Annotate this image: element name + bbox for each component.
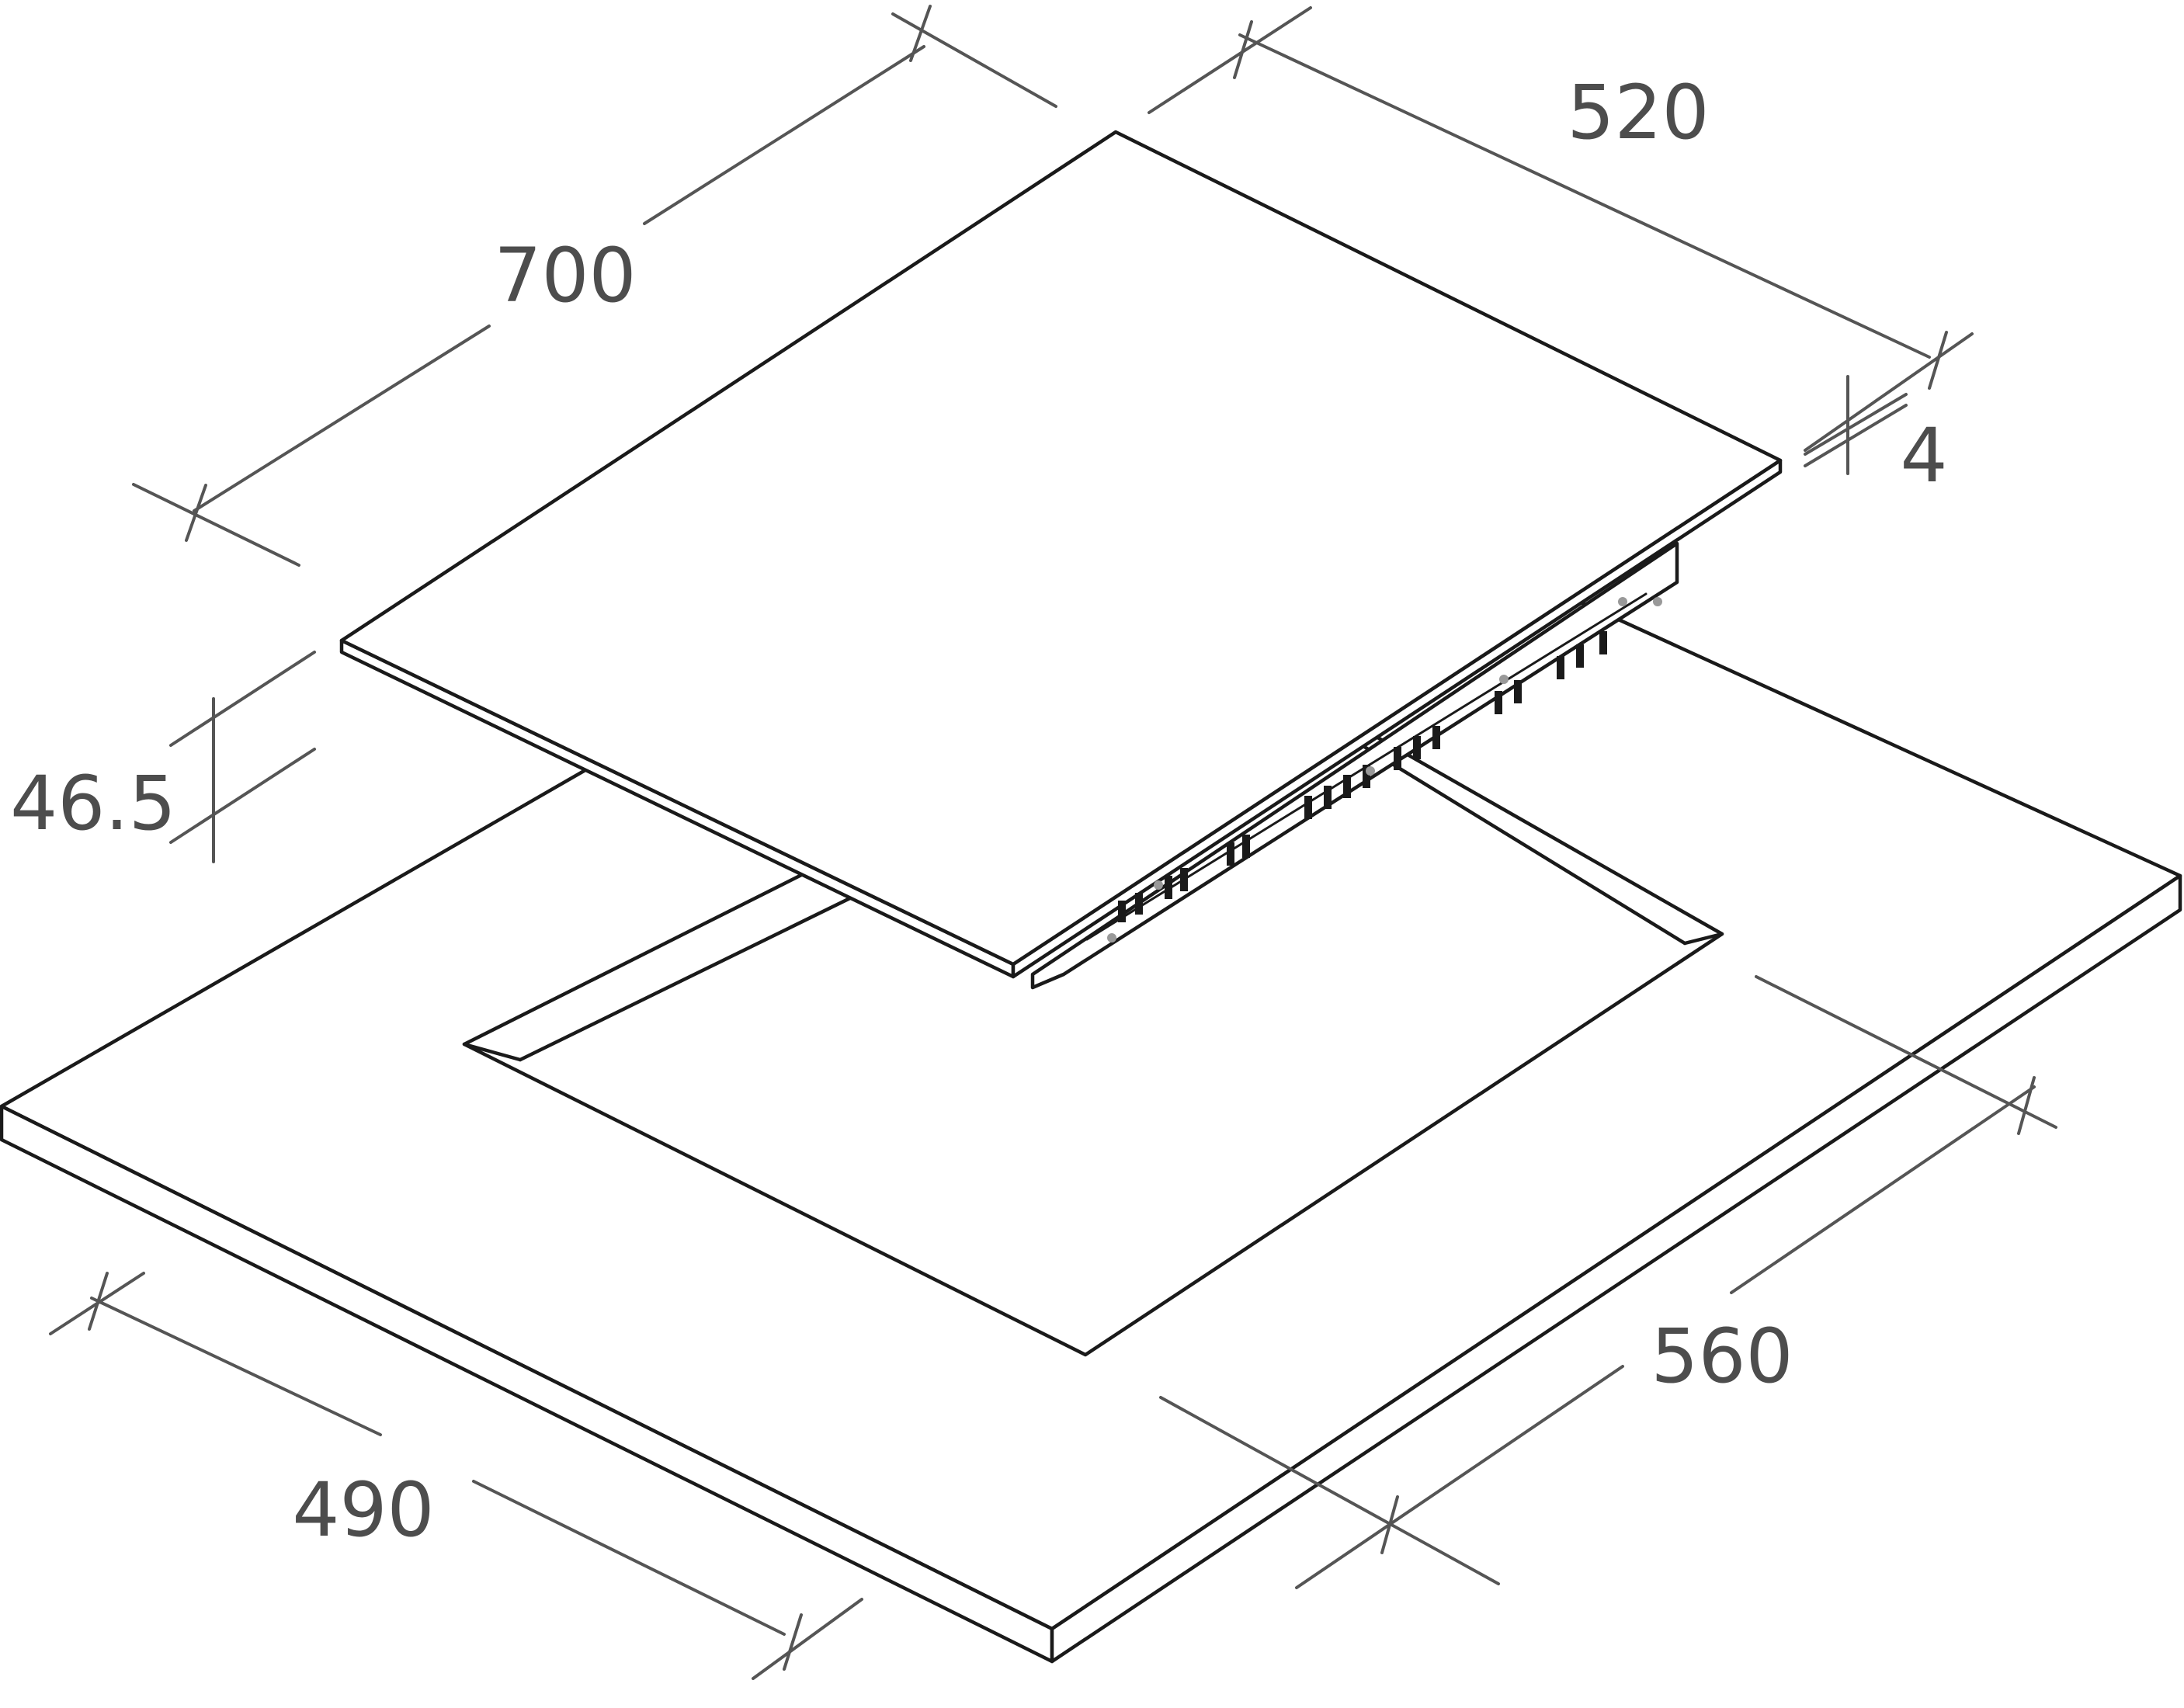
countertop-front-right-edge (1050, 873, 2182, 1664)
dim-hob-length: 700 (132, 5, 1057, 567)
dim-hob-height: 46.5 (10, 651, 316, 863)
dim-label-490: 490 (292, 1467, 434, 1554)
dim-label-4: 4 (1900, 412, 1947, 499)
dim-label-520: 520 (1567, 69, 1709, 156)
dim-cutout-width: 560 (1159, 975, 2057, 1589)
dim-glass-thickness: 4 (1804, 375, 1948, 499)
hob-glass-top (339, 130, 1783, 967)
hob-connector-details (1085, 592, 1662, 943)
countertop (0, 421, 2182, 1664)
cutout-inner-wall-right (1682, 932, 1724, 946)
dim-label-560: 560 (1651, 1313, 1793, 1400)
dim-label-700: 700 (494, 232, 636, 319)
hob (339, 130, 1783, 990)
cutout-inner-wall-left (462, 1042, 523, 1062)
dim-hob-width: 520 (1148, 6, 1974, 452)
dim-label-46-5: 46.5 (10, 760, 176, 847)
dim-cutout-depth: 490 (49, 1272, 863, 1680)
